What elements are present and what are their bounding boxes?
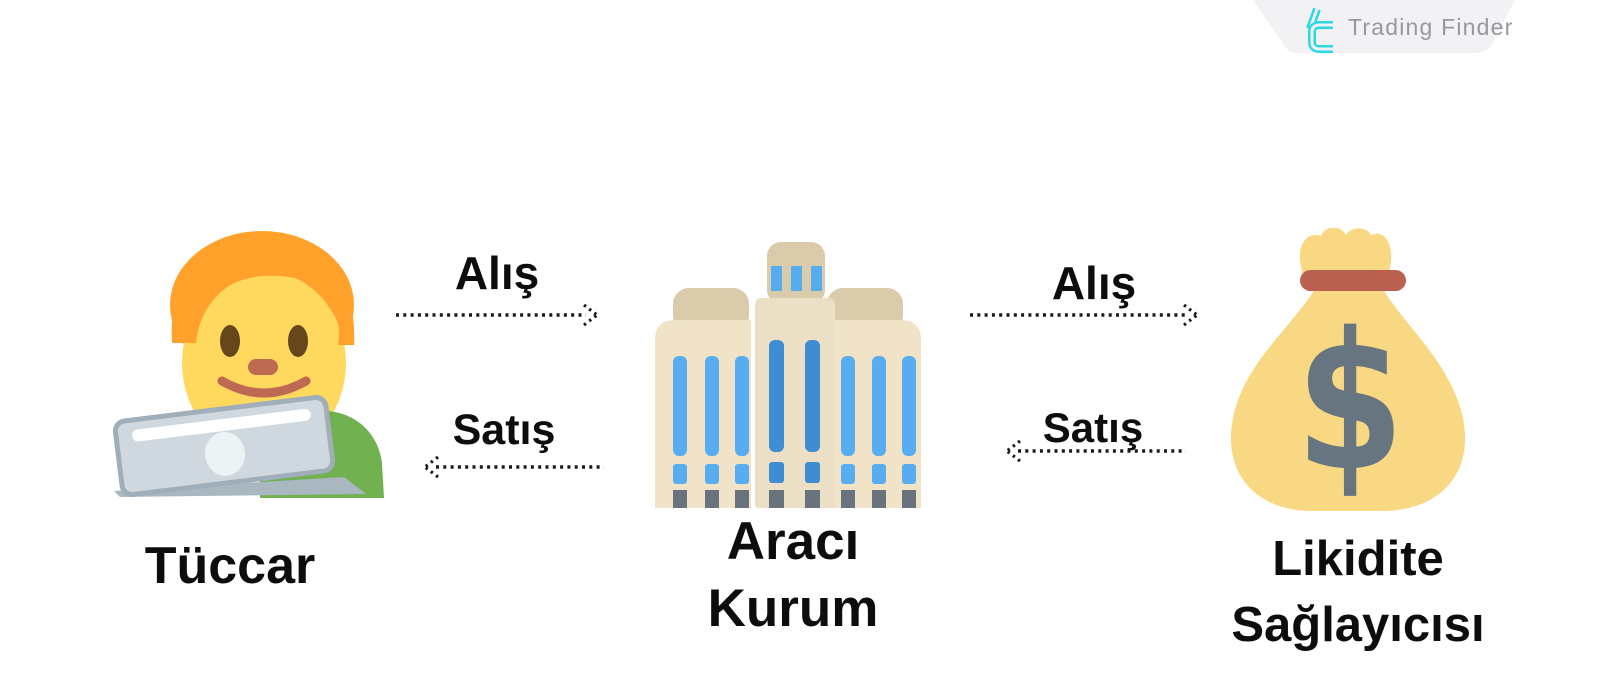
money-bag-emoji: $ xyxy=(1230,228,1466,512)
flow-label-satis-broker-trader: Satış xyxy=(452,406,556,454)
dotted-arrow-left-broker-trader xyxy=(424,455,604,479)
brand-logo: Trading Finder xyxy=(1238,0,1538,60)
node-label-broker-line1: Aracı xyxy=(726,512,860,571)
dotted-arrow-left-liquidity-broker xyxy=(1006,439,1186,463)
dollar-sign: $ xyxy=(1296,292,1404,512)
trading-finder-logo-icon xyxy=(1306,7,1333,53)
dotted-arrow-right-trader-broker xyxy=(396,303,598,327)
node-label-broker: Aracı Kurum xyxy=(640,508,946,642)
flow-label-alis-trader-broker: Alış xyxy=(454,247,540,299)
brand-name: Trading Finder xyxy=(1348,14,1514,40)
node-label-liquidity-line1: Likidite xyxy=(1272,532,1444,586)
node-label-liquidity-line2: Sağlayıcısı xyxy=(1231,598,1485,652)
office-building-emoji xyxy=(655,242,921,508)
flow-label-satis-liquidity-broker: Satış xyxy=(1042,404,1144,451)
flow-label-alis-broker-liquidity: Alış xyxy=(1051,257,1137,309)
node-label-trader: Tüccar xyxy=(144,537,316,595)
man-technologist-emoji xyxy=(112,231,384,498)
node-label-liquidity-provider: Likidite Sağlayıcısı xyxy=(1188,526,1528,658)
dotted-arrow-right-broker-liquidity xyxy=(970,303,1198,327)
node-label-broker-line2: Kurum xyxy=(707,579,879,638)
